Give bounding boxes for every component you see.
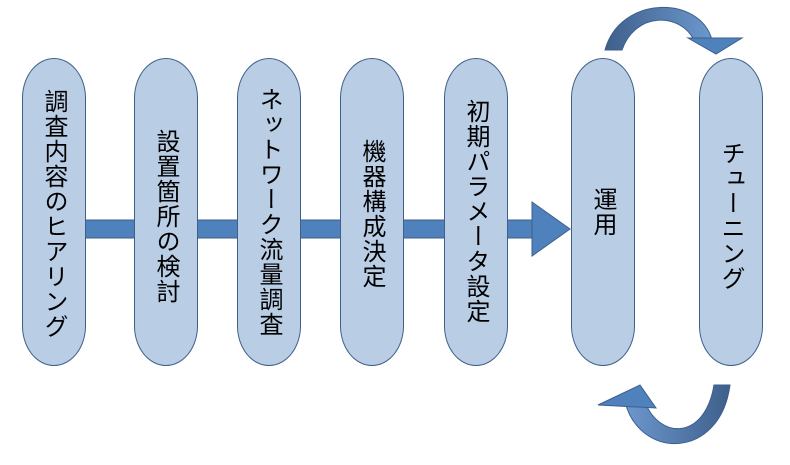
tuning-label: チューニング — [717, 141, 745, 291]
step-label: 機器構成決定 — [358, 139, 386, 289]
operation-label: 運用 — [589, 187, 617, 237]
step-initial-params: 初期パラメータ設定 — [444, 58, 508, 366]
step-location: 設置箇所の検討 — [134, 58, 198, 366]
step-label: 調査内容のヒアリング — [40, 89, 68, 339]
step-traffic-survey: ネットワーク流量調査 — [237, 58, 301, 366]
step-hearing: 調査内容のヒアリング — [22, 58, 86, 366]
step-equipment: 機器構成決定 — [340, 58, 404, 366]
step-label: ネットワーク流量調査 — [255, 87, 283, 337]
step-label: 初期パラメータ設定 — [462, 99, 490, 324]
cycle-arrow-top — [604, 7, 744, 55]
cycle-arrow-bottom — [597, 384, 731, 445]
cycle-operation: 運用 — [571, 58, 635, 366]
cycle-tuning: チューニング — [699, 58, 763, 366]
step-label: 設置箇所の検討 — [152, 129, 180, 304]
